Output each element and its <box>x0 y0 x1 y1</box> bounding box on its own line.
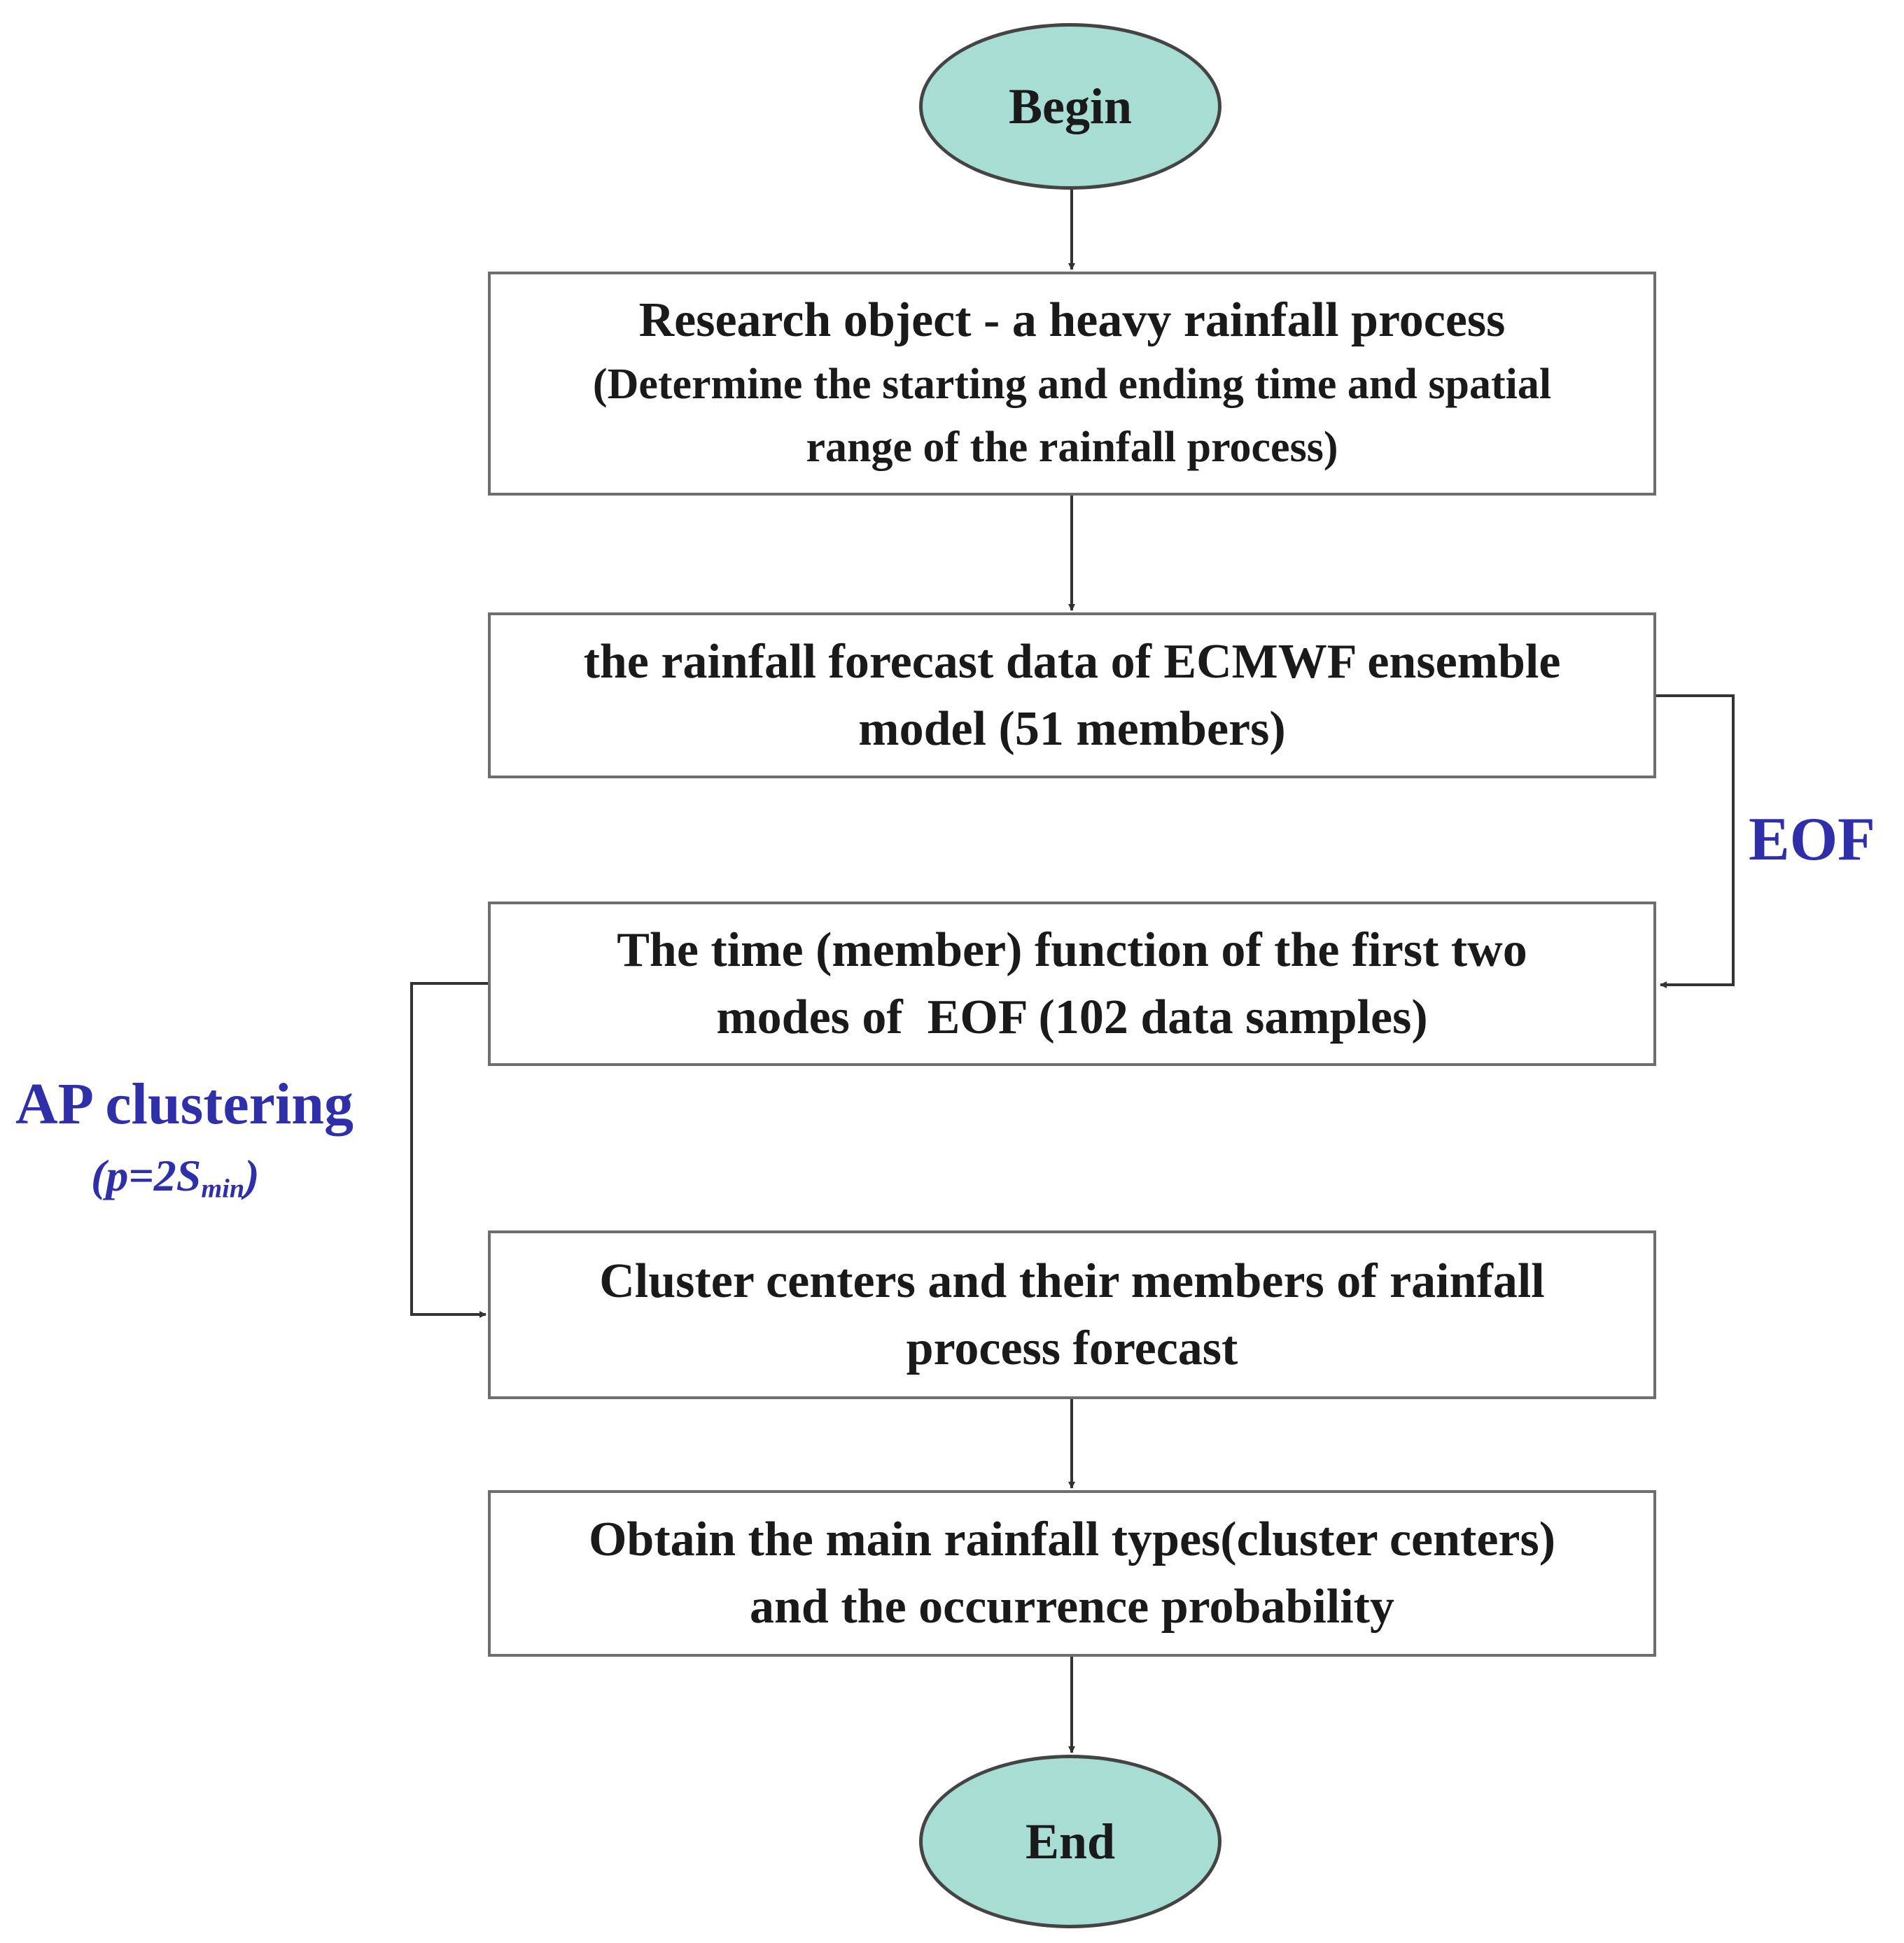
step-obtain-rainfall-types: Obtain the main rainfall types(cluster c… <box>488 1490 1656 1657</box>
arrow-ap-clustering-loop <box>410 982 488 1318</box>
step-obtain-line-1: Obtain the main rainfall types(cluster c… <box>588 1513 1556 1566</box>
ap-parameter-suffix: ) <box>244 1151 260 1200</box>
ap-parameter-subscript: min <box>201 1174 245 1204</box>
step-obtain-line-2: and the occurrence probability <box>749 1580 1394 1634</box>
end-label: End <box>1025 1813 1116 1870</box>
step-eof-line-1: The time (member) function of the first … <box>617 923 1527 977</box>
step-cluster-centers: Cluster centers and their members of rai… <box>488 1230 1656 1399</box>
ap-parameter-prefix: (p=2S <box>91 1151 202 1200</box>
begin-label: Begin <box>1008 78 1133 134</box>
step-research-title: Research object - a heavy rainfall proce… <box>638 293 1506 347</box>
ap-parameter-label: (p=2Smin) <box>91 1148 260 1217</box>
step-forecast-data: the rainfall forecast data of ECMWF ense… <box>488 612 1656 778</box>
step-research-detail-1: (Determine the starting and ending time … <box>592 360 1552 408</box>
eof-label: EOF <box>1749 806 1875 874</box>
step-research-detail-2: range of the rainfall process) <box>806 423 1338 471</box>
step-research-object: Research object - a heavy rainfall proce… <box>488 272 1656 496</box>
step-cluster-line-2: process forecast <box>906 1321 1238 1375</box>
step-eof-time-function: The time (member) function of the first … <box>488 902 1656 1066</box>
step-cluster-line-1: Cluster centers and their members of rai… <box>599 1254 1545 1308</box>
step-forecast-line-1: the rainfall forecast data of ECMWF ense… <box>583 634 1561 689</box>
end-terminal: End <box>919 1755 1222 1928</box>
ap-clustering-label: AP clustering <box>15 1072 354 1137</box>
begin-terminal: Begin <box>919 23 1222 190</box>
step-forecast-line-2: model (51 members) <box>858 701 1286 756</box>
step-eof-line-2: modes of EOF (102 data samples) <box>716 990 1428 1044</box>
arrow-eof-loop <box>1655 694 1735 988</box>
